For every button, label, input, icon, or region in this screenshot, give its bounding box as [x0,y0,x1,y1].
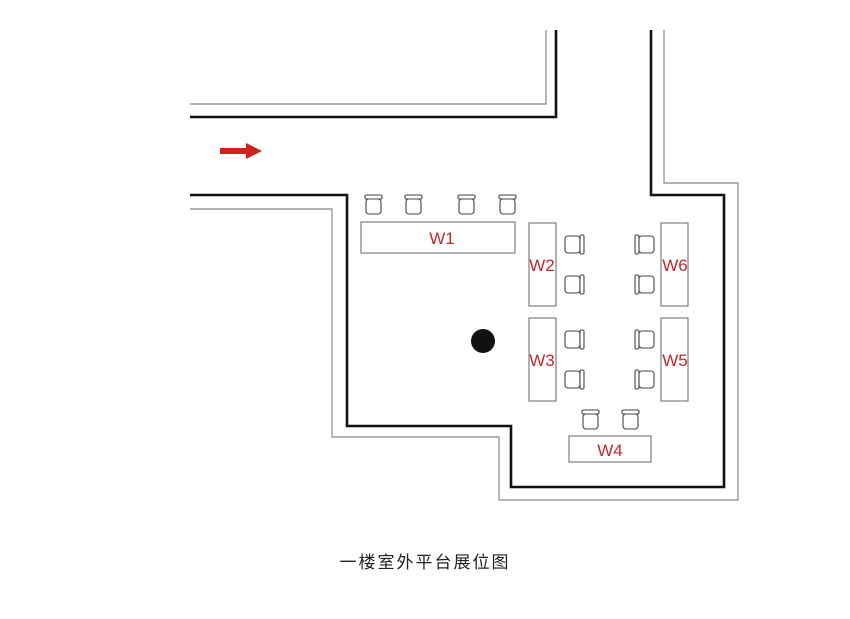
chair-icon [581,409,600,430]
chair-icon [564,234,585,255]
booth-w2[interactable]: W2 [528,222,557,307]
booth-w1[interactable]: W1 [360,221,516,254]
outer-wall [190,30,739,501]
chair-icon [634,274,655,295]
booth-w5[interactable]: W5 [660,317,689,402]
pillar-icon [471,329,495,353]
booth-label: W2 [529,256,555,275]
chair-icon [404,194,423,215]
booth-label: W4 [597,441,623,460]
booth-w3[interactable]: W3 [528,317,557,402]
booth-label: W5 [662,351,688,370]
chair-icon [634,369,655,390]
booth-w6[interactable]: W6 [660,222,689,307]
chair-icon [564,369,585,390]
chair-icon [364,194,383,215]
chair-icon [634,329,655,350]
chair-icon [564,274,585,295]
plan-caption: 一楼室外平台展位图 [339,553,511,573]
chair-icon [564,329,585,350]
booth-label: W6 [662,256,688,275]
chair-icon [634,234,655,255]
booth-w4[interactable]: W4 [568,435,652,463]
chair-icon [457,194,476,215]
inner-wall [190,30,726,489]
booth-label: W1 [429,229,455,248]
booth-label: W3 [529,351,555,370]
entrance-arrow-icon [220,143,262,159]
chair-icon [621,409,640,430]
chair-icon [498,194,517,215]
